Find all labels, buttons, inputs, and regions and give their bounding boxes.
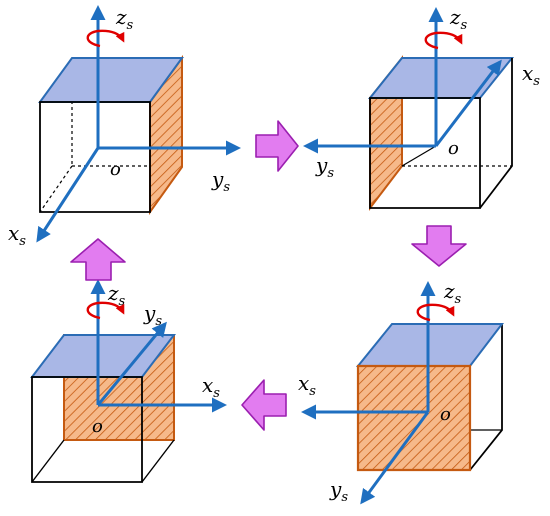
origin-label: o	[110, 159, 121, 180]
z-axis-label: zs	[443, 279, 462, 307]
rotation-arrow-icon	[86, 301, 125, 320]
y-axis-label: ys	[329, 477, 348, 505]
inner-edge	[401, 145, 437, 167]
front-face	[31, 376, 143, 483]
right-face-edges	[479, 58, 513, 209]
step-arrows	[70, 120, 467, 431]
origin-label: o	[92, 416, 103, 437]
x-axis-label: xs	[298, 371, 316, 399]
step-arrow-icon	[411, 225, 467, 267]
origin-label: o	[440, 404, 451, 425]
z-axis-label: zs	[107, 281, 126, 309]
y-axis-label: ys	[315, 153, 334, 181]
z-axis-label: zs	[115, 5, 134, 33]
x-axis	[36, 147, 100, 243]
x-axis	[434, 59, 502, 147]
panel-bottom-right: zs xs ys o	[298, 279, 505, 505]
hidden-edges	[39, 101, 150, 213]
panel-top-left: zs ys xs o	[8, 5, 241, 249]
x-axis-label: xs	[202, 373, 220, 401]
y-axis	[360, 411, 430, 505]
rotation-arrow-icon	[416, 303, 455, 322]
panel-top-right: zs xs ys o	[303, 5, 540, 211]
origin-label: o	[448, 138, 459, 159]
y-axis-label: ys	[143, 301, 162, 329]
rotation-arrow-icon	[86, 29, 125, 48]
step-arrow-icon	[70, 238, 126, 281]
step-arrow-icon	[255, 120, 299, 172]
x-axis-label: xs	[8, 221, 26, 249]
panel-bottom-left: zs ys xs o	[29, 279, 227, 483]
step-arrow-icon	[241, 379, 287, 431]
z-axis-label: zs	[449, 5, 468, 33]
rotation-arrow-icon	[424, 31, 463, 50]
front-face	[39, 101, 151, 213]
y-axis-label: ys	[211, 167, 230, 195]
back-edges	[31, 439, 175, 483]
y-axis	[96, 321, 167, 406]
top-face	[367, 57, 515, 99]
hatched-face-front	[356, 364, 472, 472]
top-face	[355, 323, 505, 367]
x-axis-label: xs	[522, 61, 540, 89]
